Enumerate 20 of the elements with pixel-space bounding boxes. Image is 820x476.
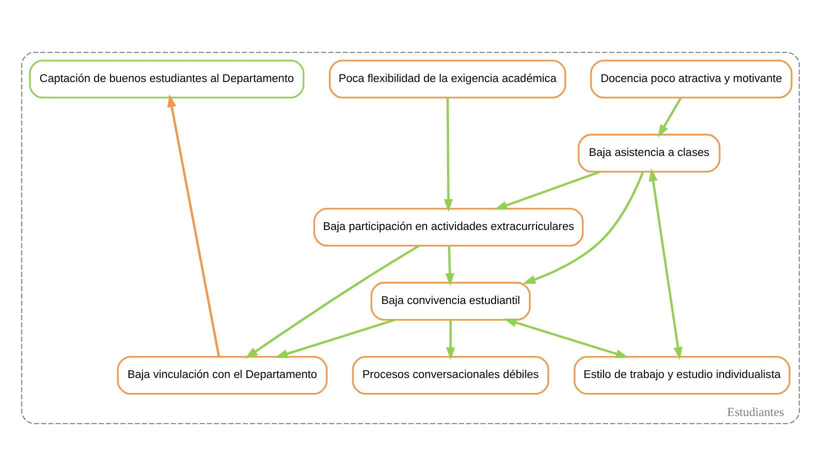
node-box: Docencia poco atractiva y motivante	[590, 60, 792, 98]
node-box: Estilo de trabajo y estudio individualista	[573, 356, 790, 395]
arrow	[503, 318, 628, 358]
node-box: Poca flexibilidad de la exigencia académica	[328, 60, 566, 98]
node-box: Baja convivencia estudiantil	[370, 282, 530, 321]
node-box: Baja vinculación con el Departamento	[116, 356, 327, 395]
arrow	[657, 97, 682, 138]
arrow	[443, 98, 452, 212]
arrow	[648, 168, 682, 360]
arrow	[274, 318, 395, 358]
arrow	[494, 170, 600, 210]
arrow	[444, 246, 454, 286]
arrow	[166, 94, 220, 357]
node-box: Procesos conversacionales débiles	[352, 356, 549, 395]
arrow	[522, 171, 644, 284]
arrow	[244, 244, 420, 359]
node-box: Baja asistencia a clases	[577, 134, 720, 172]
node-box: Baja participación en actividades extracurriculares	[313, 208, 584, 247]
node-box: Captación de buenos estudiantes al Departamento	[28, 60, 304, 98]
arrow	[446, 320, 455, 360]
